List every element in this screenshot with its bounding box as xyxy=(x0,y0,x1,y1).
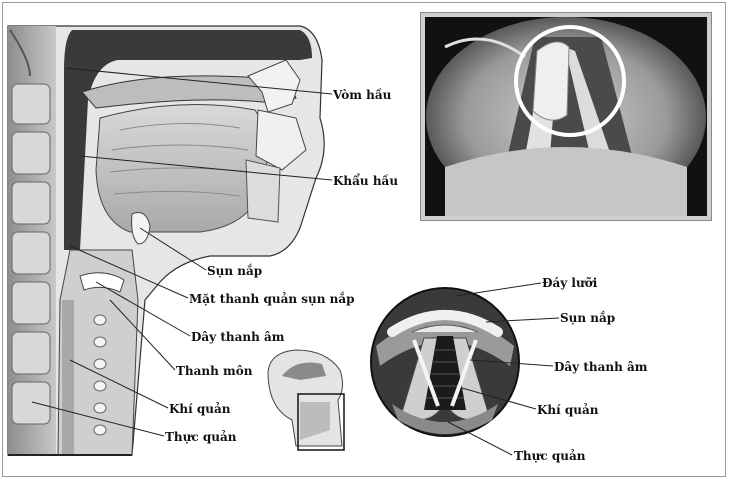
figure-border xyxy=(2,2,726,477)
label-thuc-quan: Thực quản xyxy=(165,430,237,444)
inset-label-day-luoi: Đáy lưỡi xyxy=(542,276,598,290)
inset-label-thuc-quan: Thực quản xyxy=(514,449,586,463)
inset-label-day-thanh-am: Dây thanh âm xyxy=(554,360,648,374)
inset-label-sun-nap: Sụn nắp xyxy=(560,311,616,325)
label-sun-nap: Sụn nắp xyxy=(207,264,263,278)
endoscopy-photo xyxy=(421,13,711,220)
label-vom-hau: Vòm hầu xyxy=(333,88,392,102)
label-khau-hau: Khẩu hầu xyxy=(333,174,399,188)
label-thanh-mon: Thanh môn xyxy=(176,364,253,378)
label-day-thanh-am: Dây thanh âm xyxy=(191,330,285,344)
thumbnail-head xyxy=(267,349,345,451)
label-khi-quan: Khí quản xyxy=(169,402,231,416)
inset-label-khi-quan: Khí quản xyxy=(537,403,599,417)
larynx-top-view-inset xyxy=(370,287,520,437)
endoscopy-photo-image xyxy=(425,17,707,216)
label-mat-thanh-quan-sun-nap: Mặt thanh quản sụn nắp xyxy=(189,292,355,306)
highlight-circle xyxy=(514,25,626,137)
